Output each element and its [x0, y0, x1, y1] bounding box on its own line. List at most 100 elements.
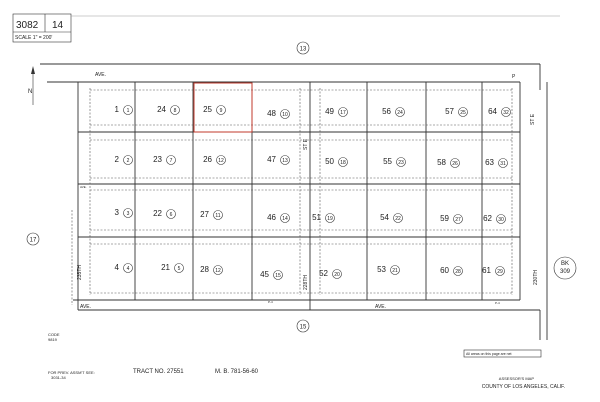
parcel-map-number: 17 — [340, 110, 346, 116]
parcel-circle-icon — [325, 213, 335, 223]
parcel-number: 50 — [325, 157, 334, 166]
svg-text:15: 15 — [300, 325, 307, 331]
prev-assmt-value: 3031-34 — [51, 375, 66, 380]
parcel-number: 3 — [115, 208, 120, 217]
parcel-number: 56 — [382, 107, 391, 116]
parcel-circle-icon — [213, 265, 223, 275]
parcel-map-number: 30 — [498, 217, 504, 223]
parcel-51[interactable]: 51 19 — [312, 213, 335, 223]
svg-text:P-4: P-4 — [268, 300, 273, 304]
parcel-number: 62 — [483, 214, 492, 223]
parcel-number: 59 — [440, 214, 449, 223]
parcel-number: 53 — [377, 265, 386, 274]
svg-text:AVE.: AVE. — [80, 185, 87, 189]
parcel-52[interactable]: 52 20 — [319, 269, 342, 279]
parcel-map-number: 20 — [334, 272, 340, 278]
parcel-map-number: 18 — [340, 160, 346, 166]
svg-text:ST E: ST E — [530, 113, 536, 125]
parcel-map-number: 1 — [127, 108, 130, 114]
parcel-circle-icon — [273, 270, 283, 280]
parcel-number: 47 — [267, 155, 276, 164]
parcel-circle-icon — [498, 158, 508, 168]
parcel-62[interactable]: 62 30 — [483, 214, 506, 224]
svg-text:N: N — [28, 89, 32, 95]
parcel-map-number: 26 — [452, 161, 458, 167]
parcel-map-number: 10 — [282, 112, 288, 118]
parcel-circle-icon — [458, 107, 468, 117]
parcel-number: 1 — [115, 105, 120, 114]
street-network — [40, 63, 548, 340]
parcel-circle-icon — [123, 105, 133, 115]
parcel-number: 49 — [325, 107, 334, 116]
parcel-map-number: 14 — [282, 216, 288, 222]
parcel-number: 25 — [203, 105, 212, 114]
parcel-number: 52 — [319, 269, 328, 278]
parcel-circle-icon — [280, 155, 290, 165]
map-footer: CODE 9819 FOR PREV. ASSM'T SEE: 3031-34 … — [48, 332, 565, 390]
map-title: ASSESSOR'S MAP — [499, 376, 535, 381]
parcel-47[interactable]: 47 13 — [267, 155, 290, 165]
svg-text:228TH: 228TH — [303, 275, 309, 290]
parcel-54[interactable]: 54 22 — [380, 213, 403, 223]
tract-number: TRACT NO. 27551 — [133, 369, 184, 375]
svg-text:BK: BK — [561, 261, 569, 267]
parcel-circle-icon — [123, 155, 133, 165]
parcel-map-number: 29 — [497, 269, 503, 275]
parcel-map-number: 11 — [215, 213, 220, 219]
parcel-map-number: 13 — [282, 158, 288, 164]
parcel-number: 54 — [380, 213, 389, 222]
parcel-circle-icon — [390, 265, 400, 275]
parcel-49[interactable]: 49 17 — [325, 107, 348, 117]
parcel-map-number: 19 — [327, 216, 333, 222]
code-value: 9819 — [48, 337, 58, 342]
parcel-number: 51 — [312, 213, 321, 222]
north-arrow-icon: N — [28, 66, 35, 105]
parcel-circle-icon — [174, 263, 184, 273]
parcel-number: 23 — [153, 155, 162, 164]
parcel-circle-icon — [501, 107, 511, 117]
parcel-number: 28 — [200, 265, 209, 274]
highlighted-parcel-25[interactable] — [193, 82, 253, 133]
book-number: 3082 — [16, 20, 39, 31]
parcel-circle-icon — [216, 155, 226, 165]
parcel-map-number: 22 — [395, 216, 401, 222]
svg-text:230TH: 230TH — [533, 270, 539, 285]
parcel-circle-icon — [495, 266, 505, 276]
parcel-number: 2 — [115, 155, 120, 164]
parcel-50[interactable]: 50 18 — [325, 157, 348, 167]
scale-label: SCALE 1" = 200' — [15, 35, 52, 41]
street-labels: AVE. P ST E 230TH 235TH 228TH ST E AVE. … — [77, 72, 539, 310]
parcel-map-number: 15 — [275, 273, 281, 279]
page-number: 14 — [52, 20, 64, 31]
svg-text:13: 13 — [300, 47, 307, 53]
svg-text:P: P — [512, 74, 516, 80]
svg-text:17: 17 — [30, 238, 37, 244]
neighbor-north: 13 — [296, 41, 310, 55]
